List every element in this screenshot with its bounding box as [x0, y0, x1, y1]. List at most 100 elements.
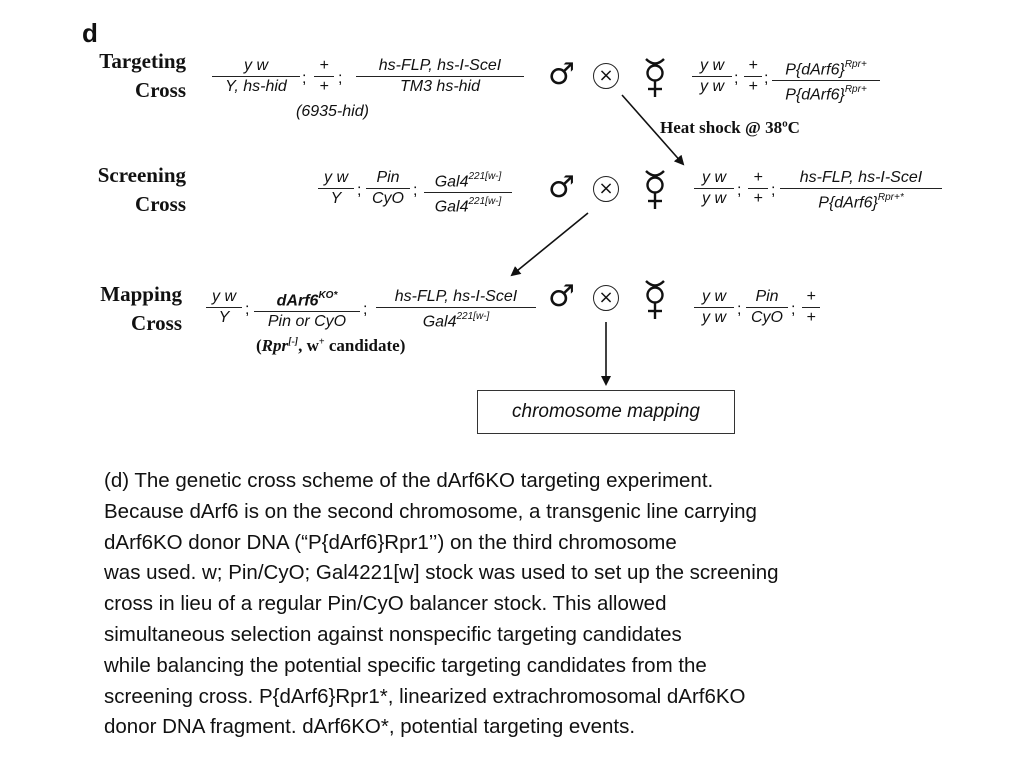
screening-female-chr2: + + — [748, 168, 768, 208]
genotype-denominator: Gal4221[w-] — [422, 311, 490, 331]
semicolon: ; — [338, 70, 343, 87]
genotype-denominator: + — [806, 309, 816, 326]
targeting-male-chr3: hs-FLP, hs-I-SceI TM3 hs-hid — [356, 56, 524, 96]
genotype-numerator: dArf6KO* — [254, 287, 360, 313]
cross-icon: × — [593, 285, 619, 311]
genotype-numerator: y w — [694, 168, 734, 189]
semicolon: ; — [734, 70, 739, 87]
female-symbol-icon — [640, 56, 670, 104]
genotype-numerator: Gal4221[w-] — [424, 168, 512, 194]
targeting-label-line1: Targeting — [99, 49, 186, 73]
chromosome-mapping-box: chromosome mapping — [477, 390, 735, 434]
semicolon: ; — [302, 70, 307, 87]
caption-line: simultaneous selection against nonspecif… — [104, 622, 682, 646]
arrow-to-mapping — [510, 212, 589, 277]
mapping-male-chr3: hs-FLP, hs-I-SceI Gal4221[w-] — [376, 287, 536, 331]
candidate-note: (Rpr[-], w+ candidate) — [256, 336, 406, 355]
targeting-label-line2: Cross — [135, 78, 186, 102]
genotype-denominator: P{dArf6}Rpr+* — [818, 192, 904, 212]
caption-line: screening cross. P{dArf6}Rpr1*, lineariz… — [104, 684, 746, 708]
male-symbol-icon: ♂ — [548, 279, 575, 314]
strain-note: (6935-hid) — [296, 103, 369, 120]
mapping-female-chr3: + + — [802, 287, 820, 327]
genotype-denominator: Y, hs-hid — [225, 78, 287, 95]
genotype-numerator: Pin — [746, 287, 788, 308]
caption-line: dArf6KO donor DNA (“P{dArf6}Rpr1’’) on t… — [104, 530, 677, 554]
caption-line: Because dArf6 is on the second chromosom… — [104, 499, 757, 523]
mapping-male-chr2: dArf6KO* Pin or CyO — [254, 287, 360, 331]
screening-male-chr2: Pin CyO — [366, 168, 410, 208]
caption-line: donor DNA fragment. dArf6KO*, potential … — [104, 715, 636, 739]
caption-line: (d) The genetic cross scheme of the dArf… — [104, 469, 714, 492]
semicolon: ; — [791, 301, 796, 318]
genotype-numerator: + — [748, 168, 768, 189]
cross-icon: × — [593, 176, 619, 202]
caption-line: was used. w; Pin/CyO; Gal4221[w] stock w… — [104, 561, 779, 585]
semicolon: ; — [357, 182, 362, 199]
genotype-numerator: P{dArf6}Rpr+ — [772, 56, 880, 82]
caption-line: cross in lieu of a regular Pin/CyO balan… — [104, 592, 667, 616]
genotype-denominator: y w — [700, 78, 724, 95]
female-symbol-icon — [640, 278, 670, 326]
targeting-male-chr2: + + — [314, 56, 334, 96]
screening-female-chr3: hs-FLP, hs-I-SceI P{dArf6}Rpr+* — [780, 168, 942, 212]
screening-label-line1: Screening — [97, 163, 186, 187]
semicolon: ; — [737, 182, 742, 199]
genotype-numerator: hs-FLP, hs-I-SceI — [356, 56, 524, 77]
genotype-denominator: + — [319, 78, 329, 95]
semicolon: ; — [771, 182, 776, 199]
mapping-label-line2: Cross — [131, 311, 182, 335]
genotype-numerator: y w — [212, 56, 300, 77]
semicolon: ; — [413, 182, 418, 199]
heat-shock-label: Heat shock @ 38ºC — [660, 118, 800, 137]
genotype-denominator: TM3 hs-hid — [399, 78, 481, 95]
genotype-denominator: P{dArf6}Rpr+ — [785, 84, 867, 104]
genotype-numerator: y w — [692, 56, 732, 77]
screening-label-line2: Cross — [135, 192, 186, 216]
genotype-numerator: Pin — [366, 168, 410, 189]
mapping-male-chr1: y w Y — [206, 287, 242, 327]
genotype-numerator: + — [744, 56, 762, 77]
screening-female-chr1: y w y w — [694, 168, 734, 208]
semicolon: ; — [764, 70, 769, 87]
genotype-numerator: + — [802, 287, 820, 308]
genotype-denominator: CyO — [372, 190, 404, 207]
targeting-male-chr1: y w Y, hs-hid — [212, 56, 300, 96]
semicolon: ; — [737, 301, 742, 318]
screening-cross-label: Screening Cross — [62, 161, 186, 219]
genotype-denominator: y w — [702, 309, 726, 326]
targeting-cross-label: Targeting Cross — [62, 47, 186, 105]
screening-male-chr1: y w Y — [318, 168, 354, 208]
mapping-cross-label: Mapping Cross — [62, 280, 182, 338]
genotype-denominator: Y — [330, 190, 342, 207]
genotype-denominator: + — [748, 78, 758, 95]
arrow-heat-shock — [621, 94, 685, 166]
genotype-numerator: hs-FLP, hs-I-SceI — [780, 168, 942, 189]
semicolon: ; — [363, 301, 368, 318]
caption-line: while balancing the potential specific t… — [104, 653, 707, 677]
targeting-female-chr3: P{dArf6}Rpr+ P{dArf6}Rpr+ — [772, 56, 880, 105]
panel-letter: d — [82, 18, 98, 48]
mapping-female-chr2: Pin CyO — [746, 287, 788, 327]
genotype-denominator: Gal4221[w-] — [434, 196, 502, 216]
targeting-female-chr2: + + — [744, 56, 762, 96]
male-symbol-icon: ♂ — [548, 170, 575, 205]
genotype-numerator: y w — [206, 287, 242, 308]
genotype-numerator: + — [314, 56, 334, 77]
genotype-denominator: + — [753, 190, 763, 207]
genotype-numerator: y w — [694, 287, 734, 308]
figure-caption: (d) The genetic cross scheme of the dArf… — [104, 466, 964, 743]
genotype-denominator: CyO — [751, 309, 783, 326]
screening-male-chr3: Gal4221[w-] Gal4221[w-] — [424, 168, 512, 217]
genotype-denominator: y w — [702, 190, 726, 207]
male-symbol-icon: ♂ — [548, 57, 575, 92]
cross-icon: × — [593, 63, 619, 89]
female-symbol-icon — [640, 168, 670, 216]
genotype-denominator: Y — [218, 309, 230, 326]
genotype-numerator: y w — [318, 168, 354, 189]
genotype-denominator: Pin or CyO — [267, 313, 347, 331]
semicolon: ; — [245, 301, 250, 318]
mapping-female-chr1: y w y w — [694, 287, 734, 327]
mapping-label-line1: Mapping — [100, 282, 182, 306]
